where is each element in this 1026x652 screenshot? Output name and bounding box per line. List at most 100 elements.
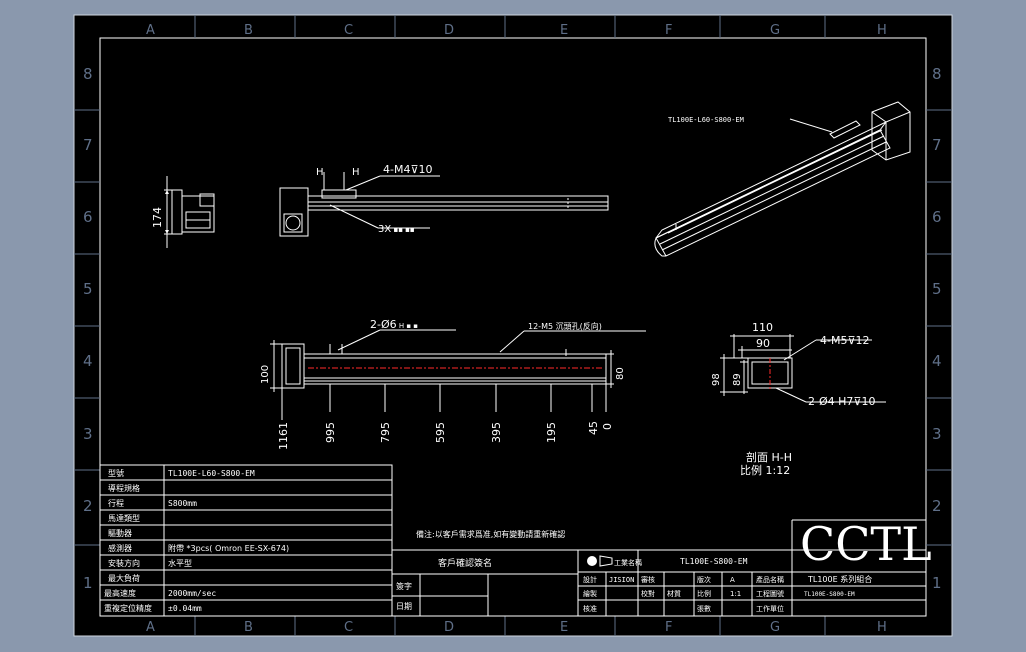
grid-row-label: 7: [83, 136, 93, 154]
spec-value: ±0.04mm: [168, 604, 202, 613]
side-view-body: [181, 195, 215, 233]
approval-sign-label: 簽字: [396, 581, 412, 591]
title-block: [577, 519, 927, 617]
grid-col-label: A: [146, 620, 155, 635]
station-label: 995: [324, 422, 337, 443]
grid-row-label: 5: [83, 280, 93, 298]
top-view-tap-leader: [345, 175, 381, 191]
top-view-slot-label: 3X ▪▪ ▪▪: [378, 224, 415, 235]
top-view-carriage: [321, 189, 357, 199]
title-cell: A: [730, 576, 735, 584]
title-cell: 繪製: [583, 589, 597, 598]
pin-note-glyphs: H ▪ ▪: [397, 322, 419, 330]
iso-end-cap: [654, 237, 666, 257]
side-view-height-dim: 174: [151, 207, 164, 228]
station-label: 795: [379, 422, 392, 443]
grid-row-label: 5: [932, 280, 942, 298]
top-view-rail: [307, 195, 609, 211]
iso-leader: [789, 118, 833, 133]
spec-label: 感測器: [108, 543, 132, 553]
spec-label: 馬達類型: [108, 513, 140, 523]
spec-table: [99, 464, 393, 617]
projection-symbol: [587, 555, 613, 567]
grid-col-label: C: [344, 23, 353, 38]
top-view-h-marker-right: H: [352, 167, 360, 178]
grid-row-labels: 8 7 6 5 4 3 2 1 8 7 6 5 4 3 2 1: [83, 65, 942, 592]
top-view-motor-block: [279, 187, 309, 237]
grid-col-label: G: [770, 620, 780, 635]
front-view-cb-leader: [499, 330, 525, 353]
approval-title: 客戶確認簽名: [438, 557, 492, 569]
drawing-notes: 備注:以客戶需求爲准,如有變動請重新確認: [416, 529, 565, 539]
grid-row-label: 2: [932, 497, 942, 515]
grid-row-label: 8: [83, 65, 93, 83]
spec-label: 行程: [108, 498, 124, 508]
spec-value: 2000mm/sec: [168, 589, 216, 598]
slot-note-glyphs: ▪▪ ▪▪: [391, 226, 415, 234]
grid-row-label: 6: [932, 208, 942, 226]
top-view-tap-spec: 4-M4: [383, 163, 410, 176]
side-view: [164, 176, 215, 248]
grid-row-label: 4: [83, 352, 93, 370]
spec-label: 最高速度: [104, 588, 136, 598]
iso-motor: [871, 101, 911, 161]
front-view: [270, 329, 646, 420]
section-pin-leader: [775, 387, 807, 403]
title-cell: 版次: [697, 575, 711, 584]
spec-label: 驅動器: [108, 529, 132, 538]
section-width-outer: 110: [752, 321, 773, 334]
section-tap-leader: [783, 339, 817, 361]
section-height-inner: 89: [732, 373, 743, 386]
section-view: [720, 334, 886, 403]
grid-col-label: E: [560, 23, 568, 38]
isometric-view: [654, 101, 911, 257]
front-view-pin-leader: [337, 329, 381, 351]
brand-logo: CCTL: [800, 517, 932, 571]
front-view-pin-label: 2-Ø6 H ▪ ▪: [370, 318, 418, 331]
title-cell: 材質: [667, 589, 681, 598]
front-view-stations: 1161 995 795 595 395 195 45 0: [277, 421, 614, 450]
spec-label: 安裝方向: [108, 558, 140, 568]
top-view-slot-count: 3X: [378, 224, 391, 235]
top-view-tap-depth: 10: [419, 163, 433, 176]
top-view-motor-shaft: [285, 215, 301, 231]
grid-col-label: H: [877, 23, 887, 38]
grid-col-label: G: [770, 23, 780, 38]
title-drawing-number: TL100E-S800-EM: [804, 591, 855, 598]
front-view-total-length: 1161: [277, 422, 290, 450]
section-height-outer: 98: [711, 373, 722, 386]
grid-row-label: 3: [932, 425, 942, 443]
spec-value: TL100E-L60-S800-EM: [168, 469, 255, 478]
top-view-h-marker-left: H: [316, 167, 324, 178]
grid-col-label: D: [444, 620, 454, 635]
spec-table-labels: 型號 導程規格 行程 馬達類型 驅動器 感測器 安裝方向 最大負荷 最高速度 重…: [104, 468, 152, 613]
grid-col-label: D: [444, 23, 454, 38]
title-cell: 核准: [583, 604, 597, 613]
drawing-sheet: [74, 15, 952, 636]
grid-row-label: 2: [83, 497, 93, 515]
title-cell: 1:1: [730, 590, 741, 598]
section-scale: 比例 1:12: [740, 463, 790, 477]
station-label: 595: [434, 422, 447, 443]
grid-row-label: 1: [83, 574, 93, 592]
grid-row-label: 8: [932, 65, 942, 83]
front-view-counterbore-label: 12-M5 沉頭孔(反向): [528, 321, 602, 331]
spec-label: 型號: [108, 468, 124, 478]
station-label: 395: [490, 422, 503, 443]
grid-col-label: B: [244, 620, 253, 635]
grid-row-label: 4: [932, 352, 942, 370]
title-company-label: 工業名稱: [614, 558, 642, 567]
spec-label: 重複定位精度: [104, 603, 152, 613]
grid-row-label: 6: [83, 208, 93, 226]
spec-table-values: TL100E-L60-S800-EM S800mm 附帶 *3pcs( Omro…: [168, 469, 289, 613]
section-tap-depth: 12: [856, 334, 870, 347]
title-cell: 工程圖號: [756, 589, 784, 598]
grid-col-label: F: [665, 23, 672, 38]
spec-label: 導程規格: [108, 483, 140, 493]
grid-row-label: 1: [932, 574, 942, 592]
front-view-pin-spec: 2-Ø6: [370, 318, 397, 331]
section-pin-depth: 10: [861, 395, 875, 408]
projection-circle-icon: [587, 556, 597, 566]
depth-symbol: ⊽: [853, 395, 861, 408]
